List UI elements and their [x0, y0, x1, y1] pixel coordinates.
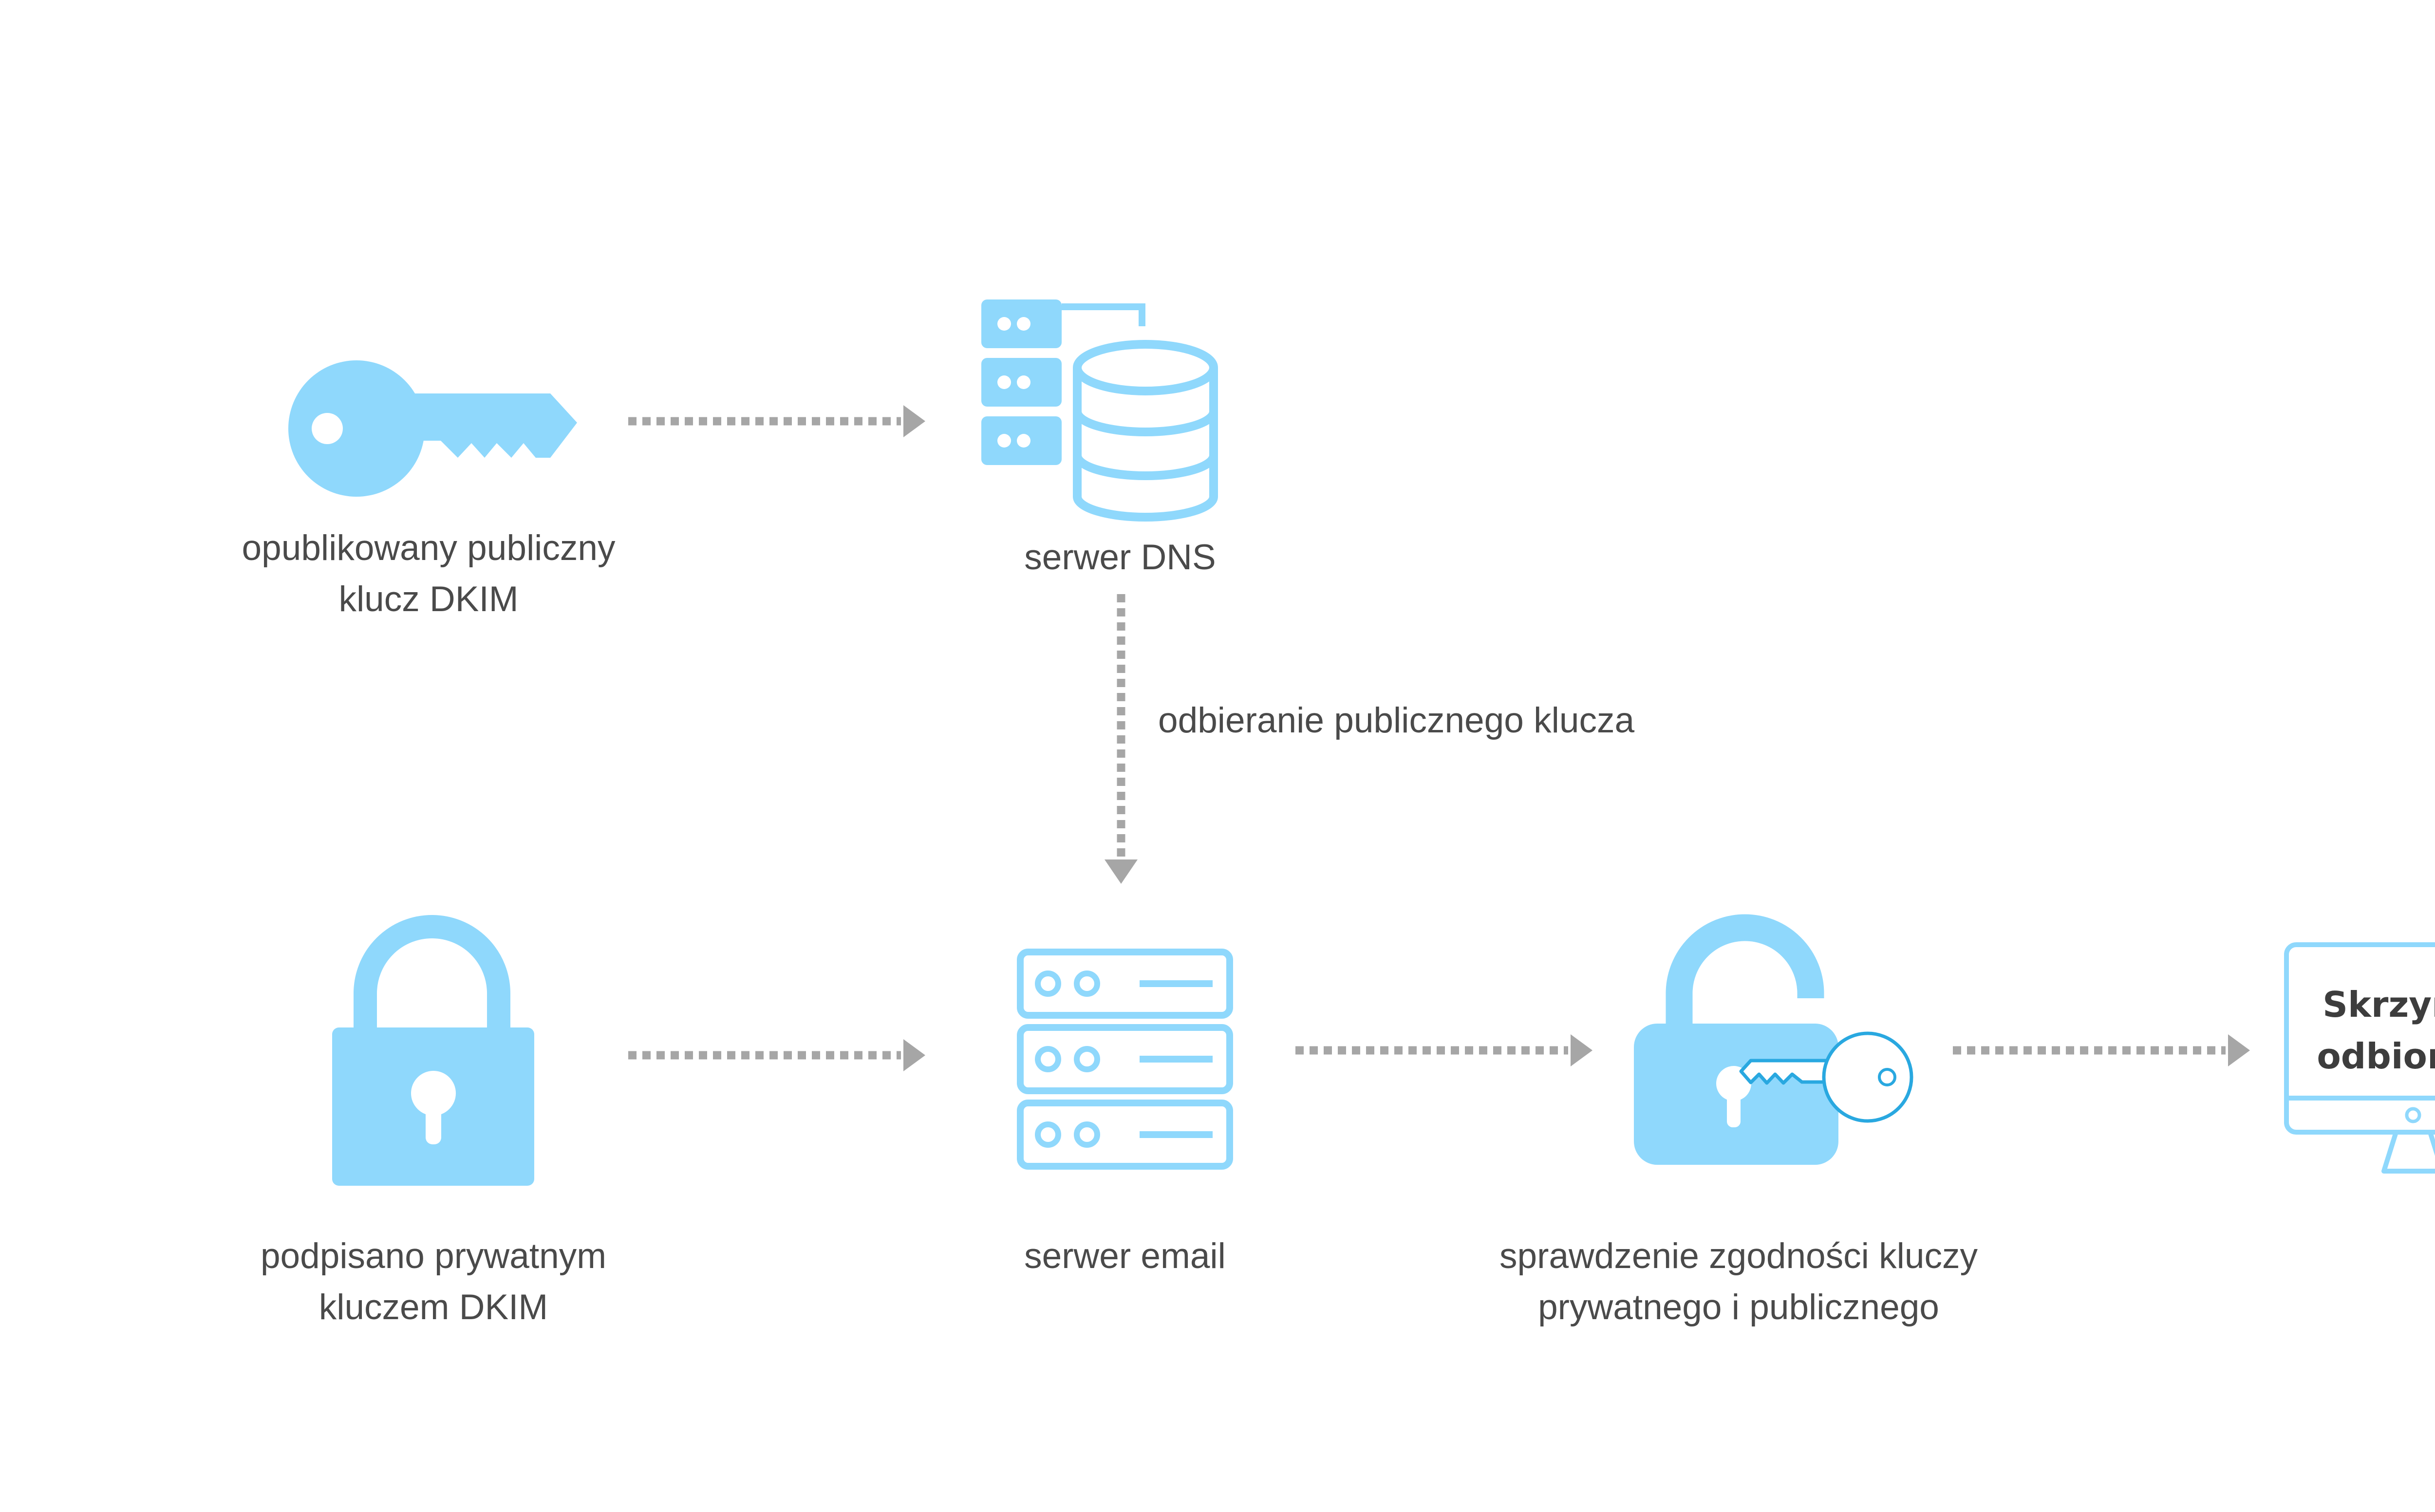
key-icon — [288, 360, 577, 497]
arrow-key-to-dns — [628, 405, 925, 437]
arrow-email-to-keymatch — [1295, 1034, 1592, 1066]
dns-server-label: serwer DNS — [925, 532, 1315, 583]
unlocked-padlock-key-icon — [1634, 914, 1913, 1165]
private-key-label: podpisano prywatnym kluczem DKIM — [180, 1231, 687, 1333]
inbox-label-line1: Skrzynka — [2323, 984, 2435, 1025]
dns-to-email-edge-label: odbieranie publicznego klucza — [1158, 695, 1634, 746]
key-match-label-line2: prywatnego i publicznego — [1538, 1288, 1939, 1327]
server-rack-icon — [1017, 949, 1233, 1170]
public-key-label-line2: klucz DKIM — [338, 579, 519, 619]
dns-server-label-line1: serwer DNS — [1024, 538, 1216, 577]
private-key-label-line2: kluczem DKIM — [318, 1288, 548, 1327]
arrow-keymatch-to-inbox — [1953, 1034, 2250, 1066]
padlock-icon — [332, 915, 534, 1186]
email-server-label-line1: serwer email — [1024, 1236, 1226, 1276]
key-match-label: sprawdzenie zgodności kluczy prywatnego … — [1412, 1231, 2065, 1333]
key-match-label-line1: sprawdzenie zgodności kluczy — [1499, 1236, 1978, 1276]
arrow-dns-to-email — [1105, 594, 1138, 884]
public-key-label-line1: opublikowany publiczny — [242, 528, 616, 568]
public-key-label: opublikowany publiczny klucz DKIM — [173, 523, 684, 625]
private-key-label-line1: podpisano prywatnym — [260, 1236, 607, 1276]
monitor-icon — [2284, 942, 2435, 1174]
email-server-label: serwer email — [930, 1231, 1320, 1282]
inbox-label-line2: odbiorcza — [2317, 1036, 2435, 1077]
dns-server-database-icon — [981, 299, 1227, 522]
dns-to-email-edge-text: odbieranie publicznego klucza — [1158, 701, 1635, 740]
arrow-lock-to-email — [628, 1039, 925, 1071]
inbox-label: Skrzynka odbiorcza — [2289, 979, 2435, 1082]
